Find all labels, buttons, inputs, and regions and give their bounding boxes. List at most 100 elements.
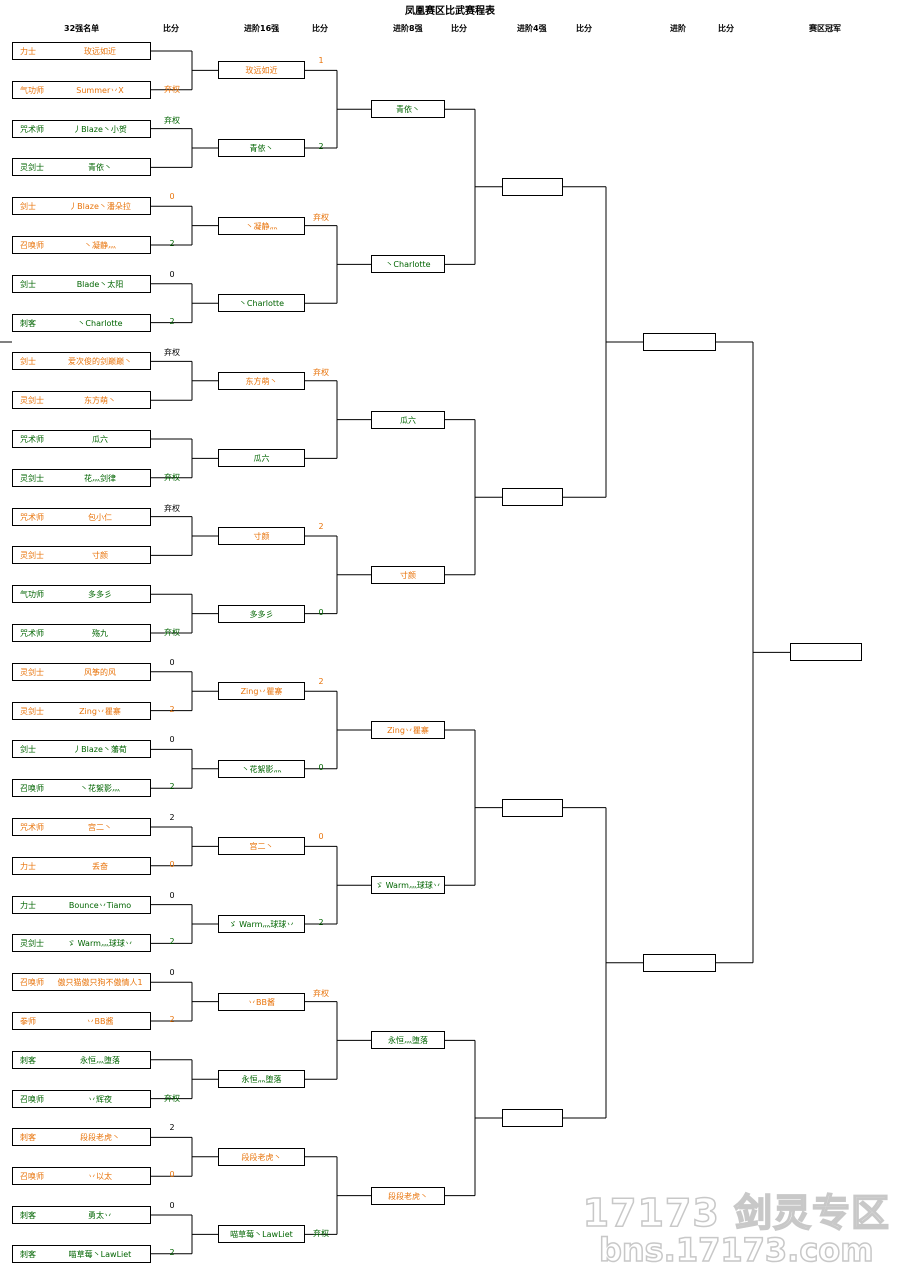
player-name: 永恒灬堕落 <box>388 1036 428 1046</box>
page-title: 凤凰赛区比武赛程表 <box>405 6 495 17</box>
match-score: 弃权 <box>164 503 180 513</box>
round32-slot <box>12 818 151 836</box>
round16-slot <box>218 1225 305 1244</box>
round32-slot <box>12 42 151 60</box>
player-class: 刺客 <box>20 1211 36 1220</box>
round32-slot <box>12 352 151 371</box>
round8-slot <box>371 565 445 584</box>
watermark-bottom: bns.17173.com <box>598 1231 874 1269</box>
player-name: 宫二丶 <box>249 842 274 852</box>
player-name: 丷以太 <box>88 1172 112 1182</box>
round32-slot <box>12 934 151 953</box>
match-score: 0 <box>169 1170 175 1180</box>
player-name: 寸颜 <box>253 532 270 541</box>
match-score: 0 <box>169 735 175 745</box>
round16-slot <box>218 682 305 701</box>
champion-slot <box>790 643 862 662</box>
match-score: 0 <box>169 657 175 667</box>
round16-slot <box>218 216 305 235</box>
player-class: 召唤师 <box>20 1094 44 1104</box>
match-score: 2 <box>318 142 324 151</box>
match-score: 弃权 <box>164 628 180 637</box>
round32-slot <box>12 1012 151 1030</box>
match-score: 0 <box>318 607 324 617</box>
match-score: 弃权 <box>164 1093 180 1103</box>
round32-slot <box>12 430 151 448</box>
player-name: Bounce丷Tiamo <box>68 900 132 910</box>
round32-slot <box>12 1089 151 1108</box>
round16-slot <box>218 759 305 778</box>
player-class: 灵剑士 <box>20 551 44 561</box>
player-class: 灵剑士 <box>20 396 44 406</box>
round16-slot <box>218 915 305 933</box>
header-champion: 赛区冠军 <box>809 24 841 33</box>
player-name: 丶花絮影灬 <box>80 784 120 794</box>
player-name: 丷BB酱 <box>86 1017 114 1026</box>
round32-slot <box>12 158 151 177</box>
round16-slot <box>218 527 305 545</box>
match-score: 2 <box>169 704 175 714</box>
match-score: 2 <box>169 782 175 792</box>
player-name: 丿Blaze丶潘朵拉 <box>69 202 131 212</box>
round32-slot <box>12 1128 151 1147</box>
player-name: 勇太丷 <box>88 1211 112 1220</box>
player-class: 灵剑士 <box>20 163 44 173</box>
round8-slot <box>371 100 445 119</box>
player-class: 剑士 <box>20 745 36 755</box>
player-name: 丶花絮影灬 <box>241 764 282 774</box>
match-score: 2 <box>318 677 324 687</box>
round32-slot <box>12 1244 151 1263</box>
round32-slot <box>12 197 151 216</box>
player-name: 青依丶 <box>88 163 112 173</box>
player-class: 力士 <box>20 861 36 871</box>
round32-slot <box>12 546 151 565</box>
player-name: 永恒灬堕落 <box>241 1075 282 1085</box>
player-class: 刺客 <box>20 1133 36 1143</box>
final-slot <box>643 953 716 972</box>
player-class: 咒术师 <box>20 435 44 444</box>
round16-slot <box>218 1147 305 1166</box>
round8-slot <box>371 1031 445 1050</box>
player-class: 咒术师 <box>20 124 44 134</box>
round32-slot <box>12 119 151 138</box>
player-class: 灵剑士 <box>20 473 44 483</box>
header-round4: 进阶4强 <box>517 24 547 33</box>
player-class: 灵剑士 <box>20 706 44 716</box>
round4-slot <box>502 1109 563 1127</box>
header-score-2: 比分 <box>312 24 328 33</box>
player-class: 剑士 <box>20 202 36 212</box>
match-score: 0 <box>169 968 175 978</box>
player-class: 拳师 <box>20 1017 36 1026</box>
player-class: 咒术师 <box>20 823 44 832</box>
player-name: ゞ Warm灬球球丷 <box>228 920 295 929</box>
match-score: 0 <box>169 890 175 900</box>
player-name: 丶凝静灬 <box>84 241 116 250</box>
player-class: 咒术师 <box>20 629 44 638</box>
round32-slot <box>12 274 151 293</box>
round16-slot <box>218 1070 305 1089</box>
player-class: 刺客 <box>20 1249 36 1259</box>
player-name: 瓜六 <box>253 454 270 464</box>
player-name: 包小仁 <box>88 512 112 522</box>
player-name: Zing丷瞿寨 <box>79 706 121 716</box>
player-name: 寸颜 <box>92 551 108 561</box>
match-score: 2 <box>169 1015 175 1024</box>
round32-slot <box>12 740 151 759</box>
player-class: 力士 <box>20 900 36 910</box>
player-name: Blade丶太阳 <box>76 279 124 289</box>
round8-slot <box>371 410 445 429</box>
round32-slot <box>12 80 151 99</box>
round8-slot <box>371 721 445 739</box>
player-name: 丶凝静灬 <box>245 221 278 231</box>
header-score-3: 比分 <box>451 24 467 33</box>
round32-slot <box>12 624 151 642</box>
round32-slot <box>12 701 151 720</box>
player-class: 刺客 <box>20 318 36 328</box>
round16-slot <box>218 837 305 856</box>
round32-slot <box>12 1206 151 1224</box>
match-score: 0 <box>169 269 175 279</box>
match-score: 弃权 <box>164 115 180 125</box>
player-class: 召唤师 <box>20 784 44 794</box>
player-name: 段段老虎丶 <box>241 1152 282 1162</box>
player-name: 丶Charlotte <box>238 299 285 309</box>
